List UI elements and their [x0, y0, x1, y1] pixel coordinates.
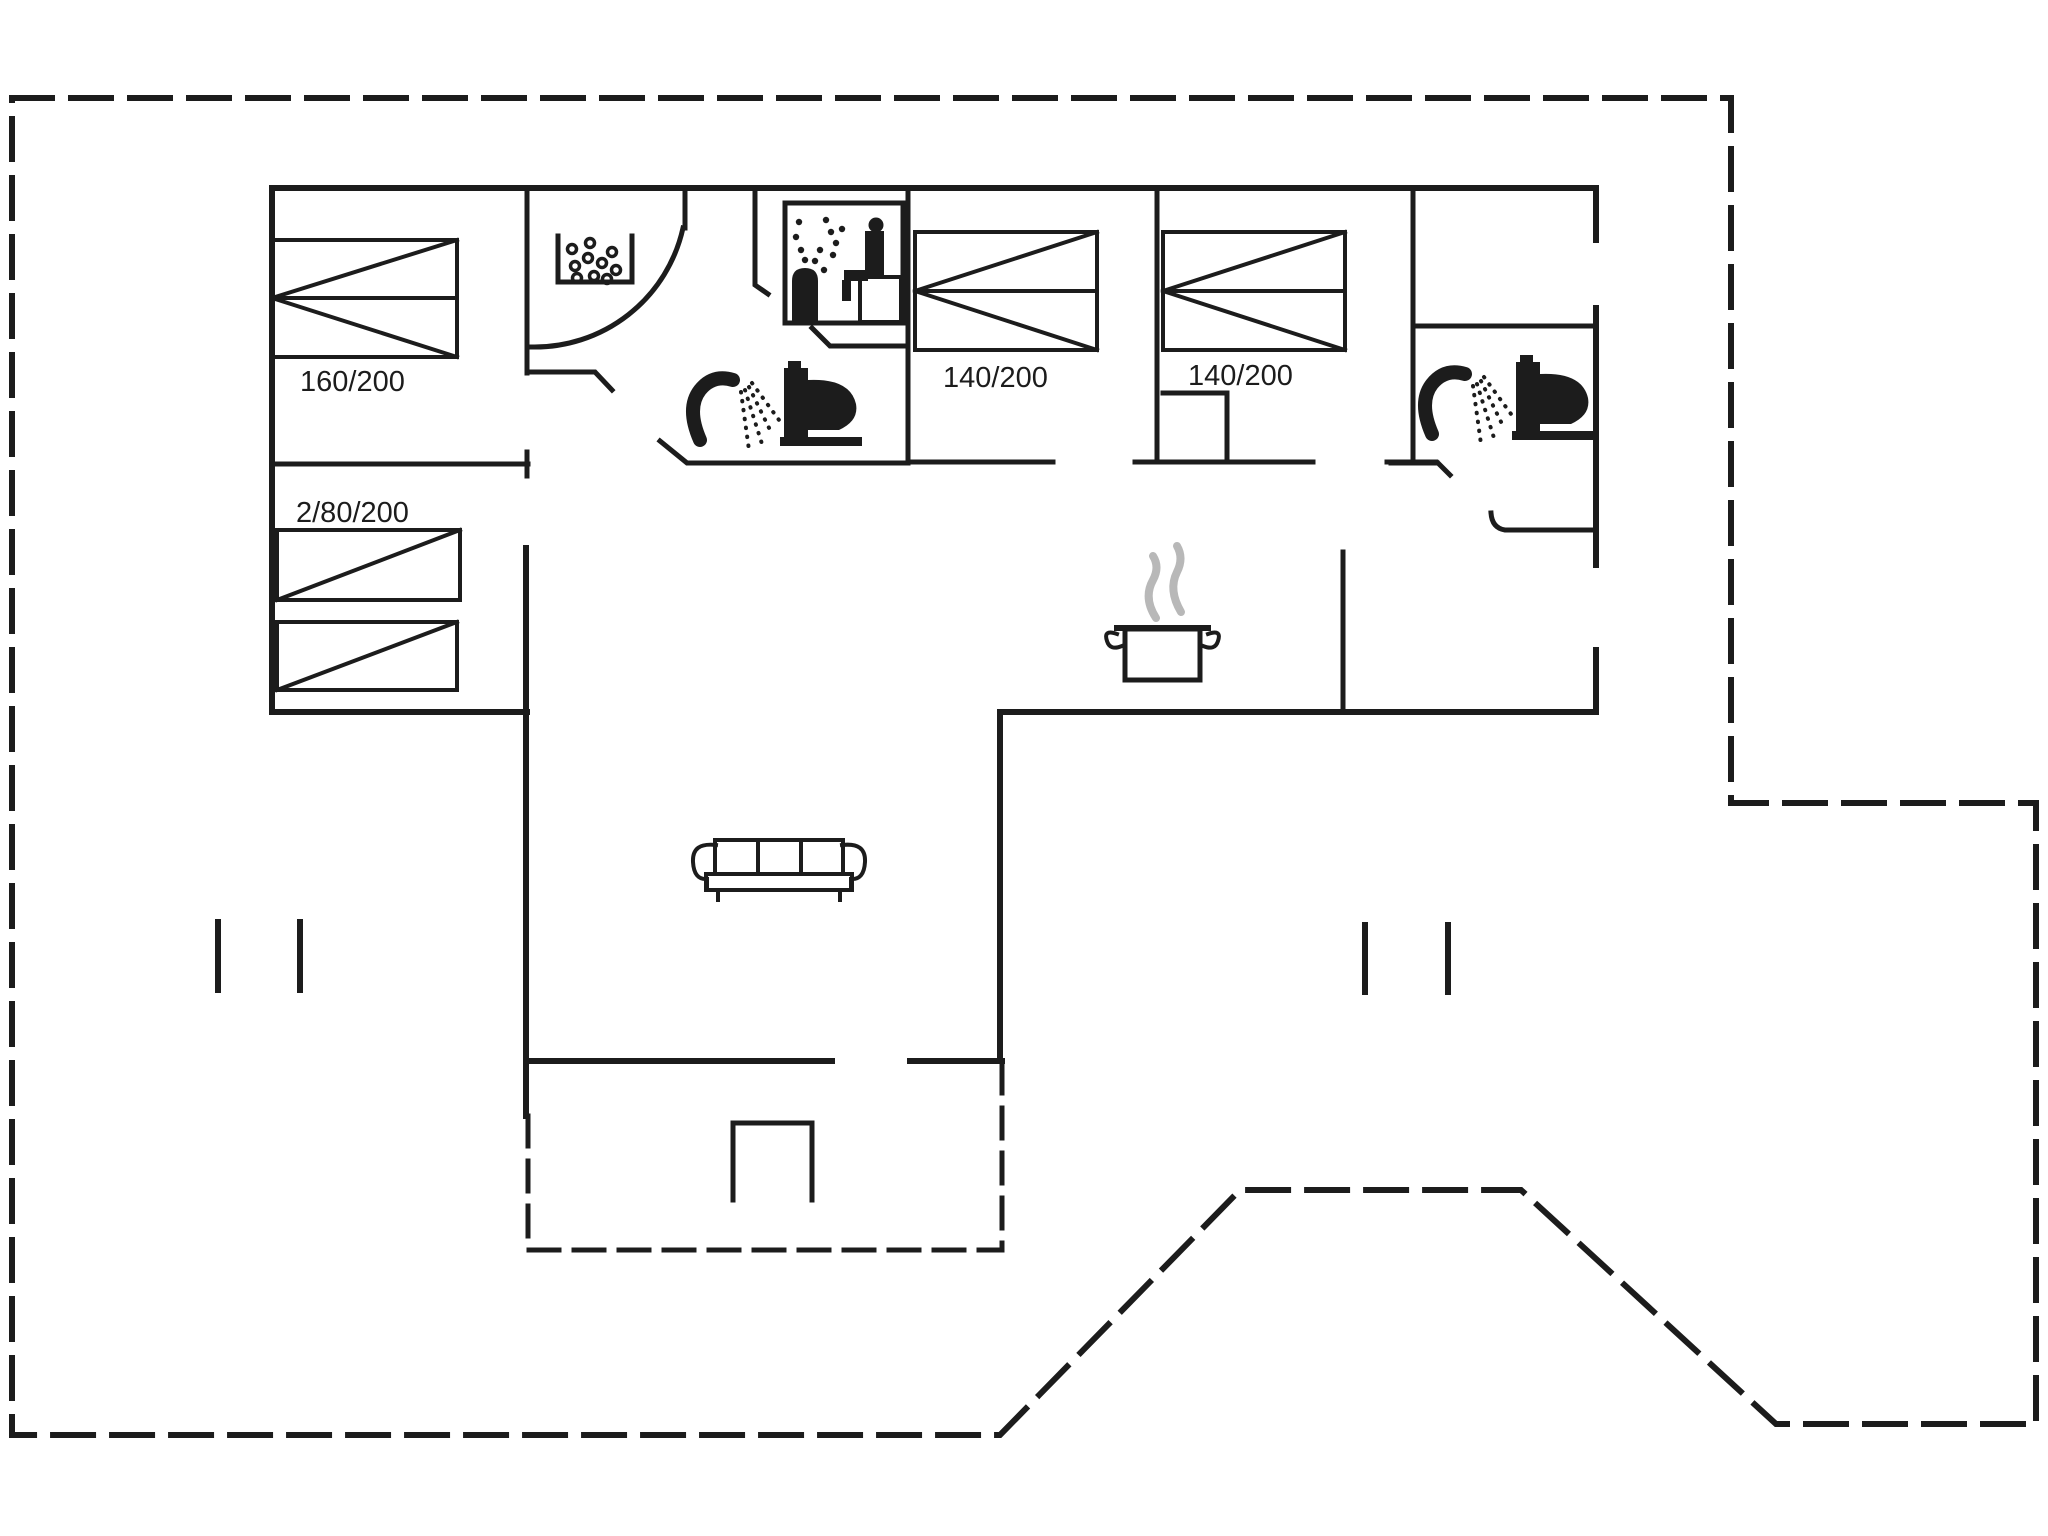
shower-hose — [686, 371, 740, 447]
sofa-icon — [690, 838, 868, 902]
bed-outline — [1160, 229, 1348, 353]
terrace-step-icon — [730, 1120, 815, 1203]
sauna-stove — [792, 268, 818, 321]
bed-single-bunk-b — [274, 619, 460, 693]
patio-outline — [525, 1062, 1005, 1253]
sauna-bench — [858, 275, 903, 324]
sofa-armrest-left — [690, 842, 719, 892]
interior-walls — [269, 185, 1599, 715]
sauna-frame — [782, 200, 906, 326]
sofa-feet — [716, 888, 842, 902]
bed-outline — [274, 619, 460, 693]
sofa-cushion-dividers — [756, 838, 803, 876]
bed-label-2-80-200: 2/80/200 — [296, 497, 409, 529]
wall-hall-south — [524, 369, 616, 394]
sauna-steam-dots — [792, 216, 846, 274]
stove-pot-icon — [1104, 542, 1221, 683]
wall-bedroom3-alcove — [1160, 390, 1230, 465]
whirlpool-bubbles — [565, 236, 623, 286]
bed-label-140-200-a: 140/200 — [943, 362, 1048, 394]
whirlpool-icon — [555, 233, 635, 286]
shower-icon — [686, 371, 781, 452]
pot-body — [1122, 626, 1203, 683]
door-swing-icon — [528, 185, 688, 350]
bathroom-icons-left — [686, 361, 862, 452]
steam-wave — [1169, 542, 1185, 616]
shower-hose — [1418, 365, 1472, 441]
toilet-icon — [780, 361, 862, 446]
wall-hall-sauna — [752, 185, 772, 298]
wall-left-top — [269, 185, 1599, 715]
wall-bath1-north — [808, 324, 911, 349]
bed-outline — [912, 229, 1100, 353]
terrace-outline-path — [9, 95, 2039, 1438]
pot-handle-left — [1104, 630, 1125, 650]
bed-outline — [269, 237, 460, 360]
bed-label-160-200: 160/200 — [300, 366, 405, 398]
pot-handle-right — [1200, 630, 1221, 650]
wall-bath2-south — [1488, 510, 1599, 533]
shower-icon — [1418, 365, 1513, 446]
sofa-cushions — [713, 838, 845, 876]
steam-wave — [1144, 552, 1161, 622]
bed-double-160 — [269, 237, 460, 360]
shower-spray — [1471, 375, 1513, 446]
toilet-icon — [1512, 355, 1594, 440]
bathroom-icons-right — [1418, 355, 1594, 446]
bed-double-140-a — [912, 229, 1100, 353]
terrace-post-marks — [215, 919, 1451, 995]
bed-double-140-b — [1160, 229, 1348, 353]
wall-bath1-south — [656, 437, 911, 466]
sauna-person — [842, 217, 903, 324]
sofa-seat — [704, 872, 854, 892]
sauna-icon — [782, 200, 906, 326]
terrace-boundary — [9, 95, 2039, 1438]
bed-single-bunk-a — [274, 527, 463, 603]
shower-spray — [739, 381, 781, 452]
bed-label-140-200-b: 140/200 — [1188, 360, 1293, 392]
sofa-armrest-right — [839, 842, 868, 892]
wall-bedroom1-south — [269, 449, 531, 479]
bed-outline — [274, 527, 463, 603]
exterior-walls — [269, 185, 1599, 1119]
patio-dashed-path — [525, 1062, 1005, 1253]
door-arc — [528, 225, 686, 350]
